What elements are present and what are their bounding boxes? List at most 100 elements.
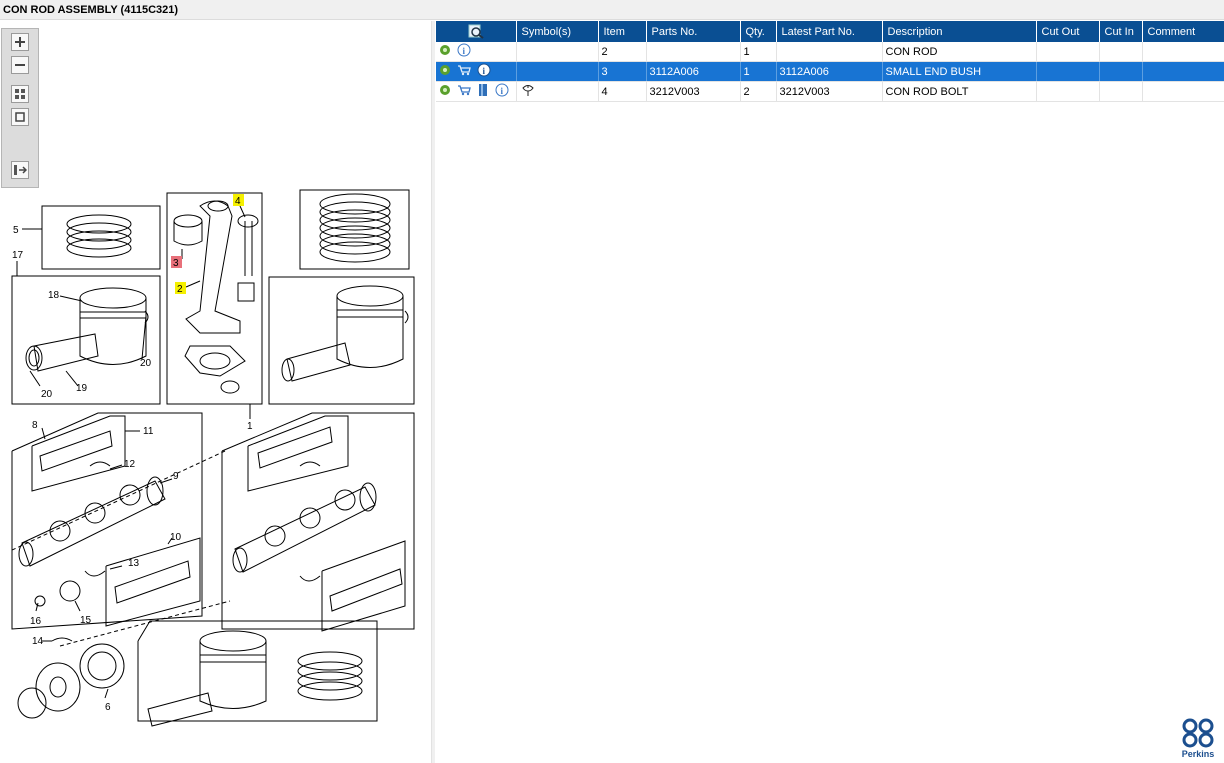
column-header-item[interactable]: Item — [598, 21, 647, 42]
row-latest-part-no — [776, 42, 883, 62]
column-header-qty[interactable]: Qty. — [740, 21, 777, 42]
column-header-cut-out[interactable]: Cut Out — [1036, 21, 1100, 42]
book-icon[interactable] — [477, 83, 489, 100]
search-icon[interactable] — [468, 24, 484, 39]
callout-label[interactable]: 12 — [124, 459, 136, 470]
piston-left-drawing — [25, 287, 149, 372]
zoom-in-icon[interactable] — [11, 33, 29, 51]
info-icon[interactable]: i — [457, 43, 471, 60]
callout-label[interactable]: 2 — [177, 284, 183, 295]
row-latest-part-no: 3212V003 — [776, 81, 883, 102]
callout-label[interactable]: 16 — [30, 616, 42, 627]
column-header-parts-no[interactable]: Parts No. — [646, 21, 741, 42]
exploded-diagram: 5 17 18 20 19 20 3 2 4 1 8 11 12 9 10 13… — [9, 189, 415, 727]
rings-left-drawing — [66, 214, 132, 258]
cart-icon[interactable] — [457, 84, 471, 99]
callout-label[interactable]: 15 — [80, 615, 92, 626]
column-header-comment[interactable]: Comment — [1142, 21, 1224, 42]
row-description: CON ROD BOLT — [882, 81, 1037, 102]
row-comment — [1142, 81, 1224, 102]
row-symbol — [516, 42, 599, 62]
row-cut-out — [1036, 42, 1100, 62]
row-qty: 1 — [740, 42, 777, 62]
search-column-header[interactable] — [436, 21, 517, 42]
highlight-item-2 — [175, 282, 186, 294]
row-symbol — [516, 61, 599, 82]
gear-icon[interactable] — [439, 84, 451, 99]
row-description: CON ROD — [882, 42, 1037, 62]
callout-label[interactable]: 8 — [32, 420, 38, 431]
column-header-symbols[interactable]: Symbol(s) — [516, 21, 599, 42]
callout-label[interactable]: 11 — [143, 426, 154, 437]
row-comment — [1142, 61, 1224, 82]
callout-label[interactable]: 10 — [170, 532, 182, 543]
conrod-drawing — [173, 200, 259, 394]
callout-label[interactable]: 20 — [41, 389, 53, 400]
callout-label[interactable]: 14 — [32, 636, 44, 647]
fit-all-icon[interactable] — [11, 85, 29, 103]
row-item: 2 — [598, 42, 647, 62]
box-piston-left — [11, 275, 161, 405]
box-crank-left — [11, 412, 203, 630]
pane-splitter[interactable] — [431, 21, 435, 763]
callout-label[interactable]: 1 — [247, 421, 253, 432]
svg-text:i: i — [463, 46, 466, 56]
rings-right-drawing — [319, 193, 391, 263]
box-conrod — [166, 192, 263, 405]
table-row[interactable]: i 3 3112A006 1 3112A006 SMALL END BUSH — [436, 61, 1224, 82]
diagram-pane[interactable]: 5 17 18 20 19 20 3 2 4 1 8 11 12 9 10 13… — [0, 21, 431, 763]
list-arrow-icon[interactable] — [11, 161, 29, 179]
perkins-logo-icon — [1182, 718, 1214, 748]
row-comment — [1142, 42, 1224, 62]
box-rings-left — [41, 205, 161, 270]
fit-page-icon[interactable] — [11, 108, 29, 126]
callout-label[interactable]: 18 — [48, 290, 60, 301]
info-icon[interactable]: i — [477, 63, 491, 80]
column-header-description[interactable]: Description — [882, 21, 1037, 42]
zoom-toolbar — [1, 28, 39, 188]
cart-icon[interactable] — [457, 64, 471, 79]
zoom-out-icon[interactable] — [11, 56, 29, 74]
callout-label[interactable]: 4 — [235, 196, 241, 207]
bearings-drawing — [39, 426, 403, 612]
callout-label[interactable]: 3 — [173, 258, 179, 269]
callout-label[interactable]: 6 — [105, 702, 111, 713]
highlight-item-3 — [171, 256, 182, 268]
leader-lines — [16, 205, 251, 699]
row-icons: i — [436, 81, 517, 102]
row-cut-out — [1036, 61, 1100, 82]
parts-list-pane: Symbol(s) Item Parts No. Qty. Latest Par… — [436, 21, 1224, 763]
piston-right-drawing — [281, 285, 409, 382]
parts-table: Symbol(s) Item Parts No. Qty. Latest Par… — [436, 21, 1224, 102]
callout-label[interactable]: 5 — [13, 225, 19, 236]
callout-label[interactable]: 17 — [12, 250, 24, 261]
box-rings-right — [299, 189, 410, 270]
row-parts-no — [646, 42, 741, 62]
row-cut-out — [1036, 81, 1100, 102]
torque-symbol-icon[interactable] — [520, 83, 536, 100]
crankshaft-right-drawing — [232, 482, 377, 573]
row-symbol — [516, 81, 599, 102]
callout-label[interactable]: 9 — [173, 471, 179, 482]
table-row[interactable]: i 2 1 CON ROD — [436, 42, 1224, 62]
dashed-leaders — [9, 450, 231, 647]
table-header-row: Symbol(s) Item Parts No. Qty. Latest Par… — [436, 21, 1224, 42]
table-row[interactable]: i 4 3212V003 2 3212V003 CON ROD BOLT — [436, 81, 1224, 102]
info-icon[interactable]: i — [495, 83, 509, 100]
row-cut-in — [1099, 81, 1143, 102]
callout-label[interactable]: 19 — [76, 383, 88, 394]
callout-label[interactable]: 13 — [128, 558, 140, 569]
column-header-cut-in[interactable]: Cut In — [1099, 21, 1143, 42]
row-item: 3 — [598, 61, 647, 82]
box-piston-bottom — [137, 620, 378, 722]
perkins-logo: Perkins — [1178, 718, 1218, 759]
row-icons: i — [436, 61, 517, 82]
highlight-item-4 — [233, 194, 244, 206]
row-item: 4 — [598, 81, 647, 102]
callout-label[interactable]: 20 — [140, 358, 152, 369]
column-header-latest-part-no[interactable]: Latest Part No. — [776, 21, 883, 42]
gear-icon[interactable] — [439, 44, 451, 59]
row-parts-no: 3112A006 — [646, 61, 741, 82]
gear-icon[interactable] — [439, 64, 451, 79]
row-qty: 2 — [740, 81, 777, 102]
